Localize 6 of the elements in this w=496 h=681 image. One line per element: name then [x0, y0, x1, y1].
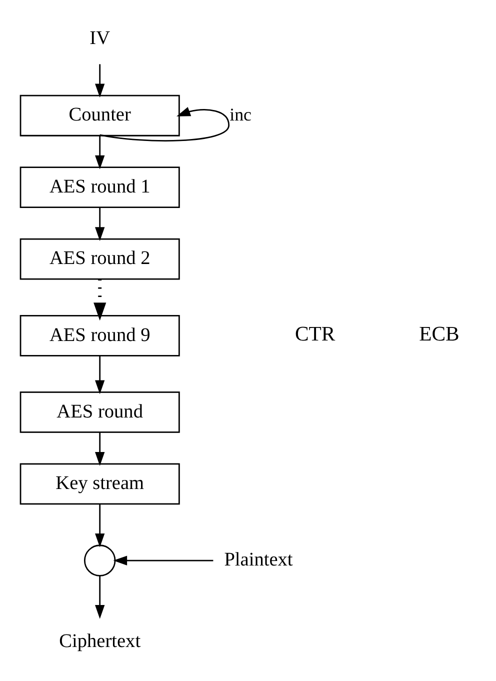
edge-label: inc: [229, 104, 252, 124]
node-text: Plaintext: [224, 550, 292, 571]
label: ECB: [418, 324, 459, 346]
node-text: Ciphertext: [58, 631, 140, 652]
label: CTR: [294, 324, 335, 346]
node-text: IV: [89, 28, 110, 50]
